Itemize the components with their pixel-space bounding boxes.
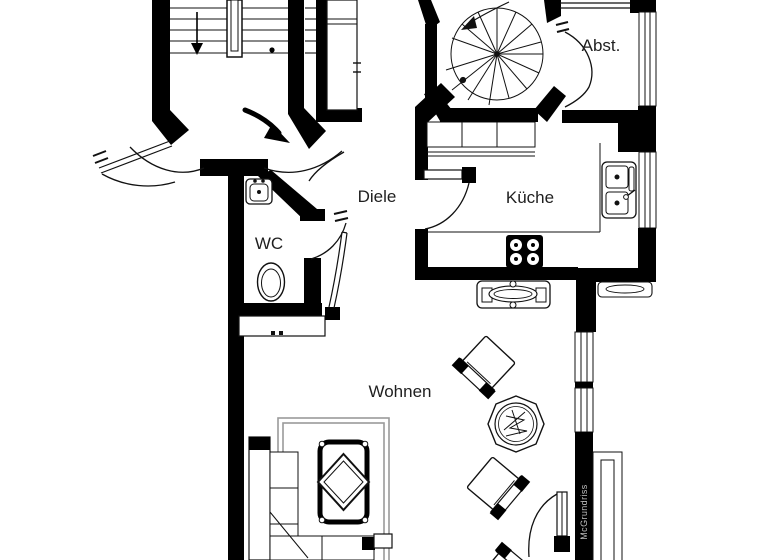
- balcony-door: [528, 491, 570, 558]
- wc-radiator: [238, 315, 326, 337]
- label-living: Wohnen: [368, 382, 431, 401]
- wall-right-b: [638, 228, 656, 280]
- kitchen-cabinets: [426, 121, 536, 157]
- walls-kitchen: [415, 83, 656, 332]
- armchair-3: [476, 541, 539, 560]
- walls-staircase: [152, 0, 362, 560]
- stove: [506, 235, 543, 268]
- entrance-arrow: [242, 107, 290, 143]
- kitchen-sink: [601, 161, 637, 219]
- window-storage: [638, 11, 657, 107]
- wall-right-c: [575, 382, 593, 388]
- sideboard: [476, 280, 551, 309]
- sofa: [248, 436, 393, 560]
- walls-wc: [244, 170, 325, 318]
- living-door: [325, 231, 348, 320]
- wc-basin: [245, 178, 273, 205]
- wall-right-a: [638, 106, 656, 152]
- balcony: [592, 451, 623, 560]
- wc-door: [310, 210, 349, 260]
- watermark: McGrundriss: [579, 484, 589, 540]
- neighbor-door: [92, 140, 176, 187]
- spiral-entry-arrow: [461, 1, 510, 30]
- storage-door: [555, 21, 593, 108]
- lightwell: [326, 0, 361, 111]
- label-hall: Diele: [358, 187, 397, 206]
- label-wc: WC: [255, 234, 283, 253]
- armchair-2: [466, 456, 531, 521]
- kitchen-door: [423, 167, 476, 230]
- stair-newel-inner: [230, 0, 239, 52]
- walls-spiral-room: [418, 0, 566, 122]
- coffee-table: [316, 439, 371, 525]
- walls-storage: [560, 0, 656, 152]
- label-kitchen: Küche: [506, 188, 554, 207]
- stair-down-arrow: [191, 12, 275, 55]
- toilet: [256, 262, 286, 302]
- label-storage: Abst.: [582, 36, 621, 55]
- planter: [597, 281, 653, 298]
- window-living-1: [574, 331, 594, 383]
- window-living-2: [574, 387, 594, 433]
- wall-right-d: [575, 432, 593, 560]
- armchair-1: [451, 335, 516, 400]
- window-kitchen: [638, 151, 657, 229]
- plant-table: [487, 395, 545, 453]
- spiral-staircase: [445, 7, 544, 106]
